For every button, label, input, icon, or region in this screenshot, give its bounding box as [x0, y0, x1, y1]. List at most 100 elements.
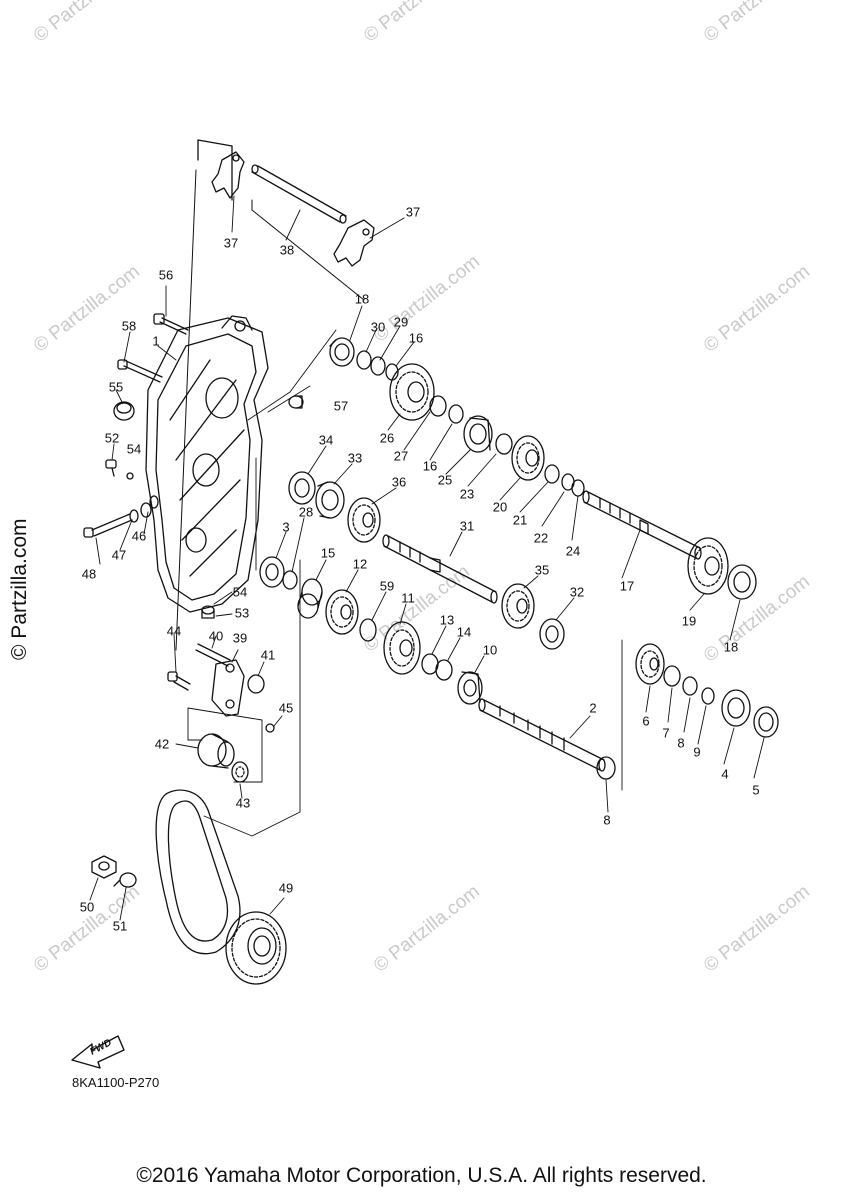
callout: 12 [352, 556, 368, 572]
dowel-57 [288, 395, 304, 409]
axle-17 [582, 490, 702, 560]
callout: 8 [677, 735, 685, 751]
copyright-notice: ©2016 Yamaha Motor Corporation, U.S.A. A… [136, 1164, 707, 1187]
callout: 30 [370, 319, 386, 335]
bearing-33 [315, 481, 345, 519]
callout: 24 [565, 543, 581, 559]
bolt-58 [117, 359, 163, 383]
callout: 48 [81, 566, 97, 582]
collar-29 [370, 356, 386, 376]
washer-23 [495, 433, 513, 455]
circlip-14 [435, 659, 453, 681]
bolt-44 [167, 671, 191, 691]
callout: 6 [642, 713, 650, 729]
circlip-27 [429, 395, 447, 417]
callout: 37 [405, 204, 421, 220]
callout: 9 [693, 744, 701, 760]
bearing-43 [231, 761, 249, 783]
callout: 37 [223, 235, 239, 251]
bolt-56 [153, 313, 189, 335]
callout: 3 [282, 519, 290, 535]
bearing-3 [259, 556, 285, 588]
bearing-34 [288, 471, 316, 505]
callout: 33 [347, 450, 363, 466]
callout: 16 [408, 330, 424, 346]
callout: 29 [393, 314, 409, 330]
gear-11 [383, 621, 421, 675]
callout: 46 [131, 528, 147, 544]
lock-washer-51 [113, 872, 137, 888]
callout: 43 [235, 795, 251, 811]
callout: 57 [333, 398, 349, 414]
washer-30 [356, 350, 372, 370]
callout: 49 [278, 880, 294, 896]
bolt-52 [105, 459, 117, 477]
oring-54 [126, 472, 134, 480]
roller-42 [197, 733, 235, 769]
tensioner-arm-39 [211, 659, 245, 717]
gear-20 [511, 435, 545, 481]
bolt-40 [195, 643, 231, 667]
callout: 47 [111, 547, 127, 563]
callout: 15 [320, 545, 336, 561]
sprocket-49 [225, 911, 287, 985]
bush-15 [297, 578, 323, 619]
shift-rod [251, 164, 347, 224]
gear-25 [463, 415, 493, 453]
callout: 5 [752, 782, 760, 798]
bearing-32 [539, 618, 565, 650]
collar-41 [247, 674, 265, 694]
leader-lines [89, 195, 765, 921]
callout: 34 [318, 432, 334, 448]
callout: 39 [232, 630, 248, 646]
bolt-53 [201, 605, 215, 619]
circlip-9 [701, 687, 715, 705]
callout: 35 [534, 562, 550, 578]
callout: 8 [603, 812, 611, 828]
callout: 18 [354, 291, 370, 307]
bush-59 [359, 618, 377, 642]
bearing-18-upper [329, 337, 355, 367]
callout: 21 [512, 512, 528, 528]
callout: 56 [158, 267, 174, 283]
diagram-code: 8KA1100-P270 [72, 1075, 160, 1090]
callout: 42 [154, 736, 170, 752]
callout: 25 [437, 472, 453, 488]
callout: 55 [108, 379, 124, 395]
callout: 45 [278, 700, 294, 716]
gear-19 [687, 537, 729, 595]
callout: 23 [459, 486, 475, 502]
callout: 20 [492, 499, 508, 515]
gear-35 [501, 583, 535, 629]
callout: 4 [721, 766, 729, 782]
callout: 38 [279, 242, 295, 258]
callout: 14 [456, 624, 472, 640]
fwd-arrow-icon: FWD [71, 1035, 125, 1069]
callout: 18 [723, 639, 739, 655]
callout: 1 [152, 333, 160, 349]
main-axle-2 [478, 698, 606, 772]
drive-chain [155, 789, 241, 955]
callout: 10 [482, 642, 498, 658]
bearing-4 [721, 689, 751, 727]
callout: 19 [681, 613, 697, 629]
callout: 28 [298, 504, 314, 520]
callout: 54 [126, 441, 142, 457]
callout: 16 [422, 458, 438, 474]
callout: 44 [166, 623, 182, 639]
bolt-48 [83, 495, 159, 538]
bearing-18-right [727, 564, 757, 600]
crankcase-cover [145, 315, 269, 613]
callout: 40 [208, 628, 224, 644]
callout: 11 [401, 590, 415, 606]
gear-6 [635, 643, 665, 685]
shaft-31 [382, 534, 498, 604]
callout: 7 [662, 725, 670, 741]
washer-8 [682, 676, 698, 696]
gear-26 [389, 363, 435, 421]
washer-21 [544, 464, 560, 484]
callout: 50 [79, 899, 95, 915]
gear-36 [347, 497, 381, 543]
callout: 31 [459, 518, 475, 534]
